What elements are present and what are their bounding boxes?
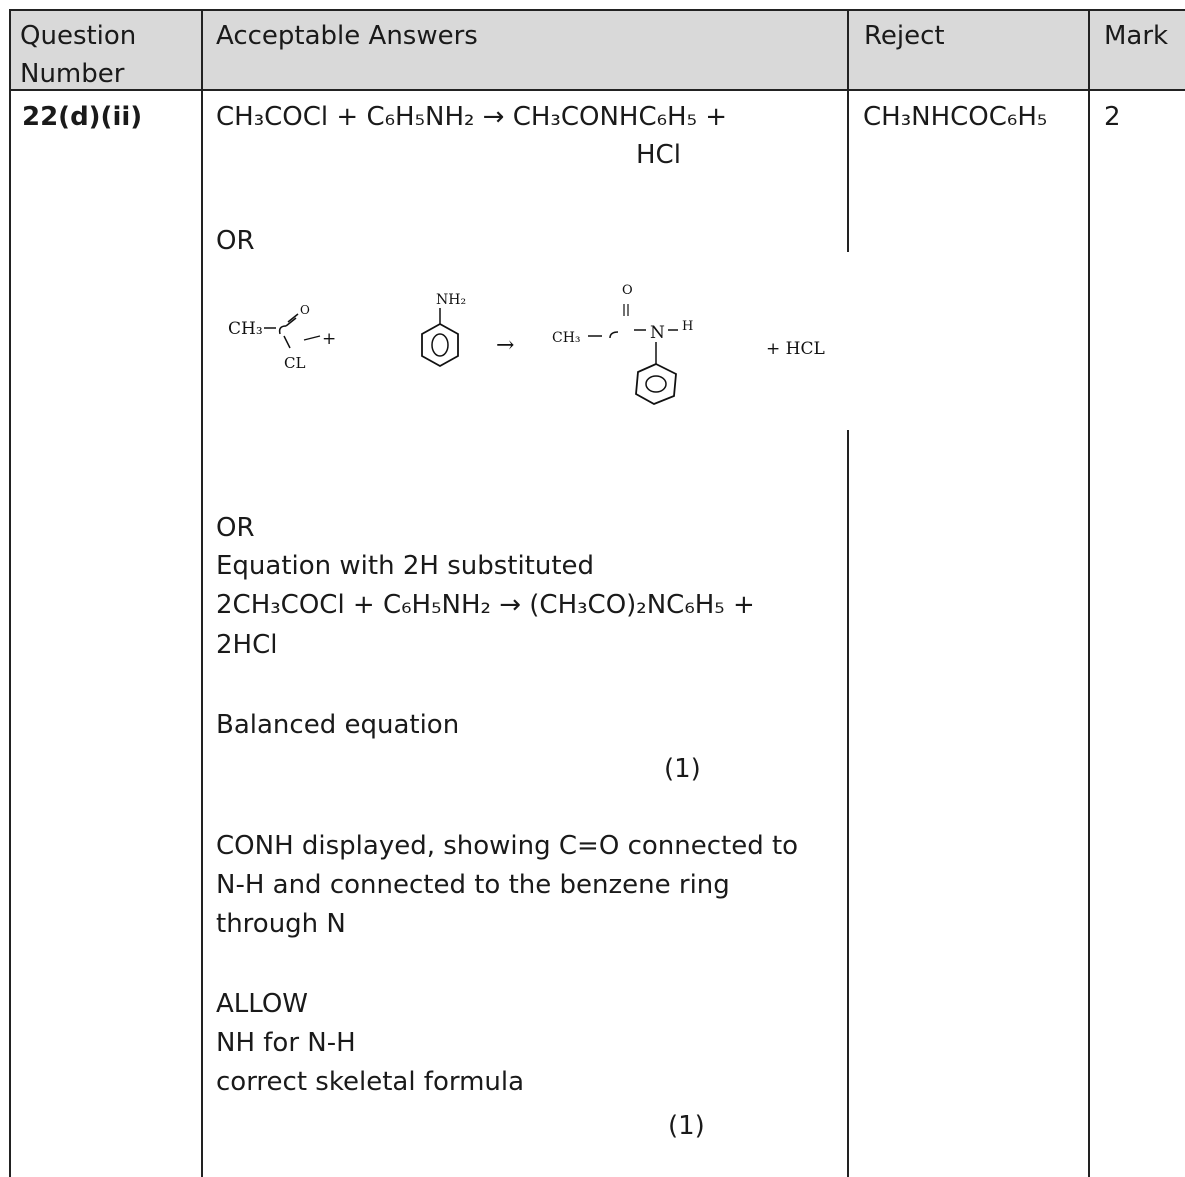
allow-skeletal: correct skeletal formula xyxy=(216,1067,525,1097)
or-separator-2: OR xyxy=(216,513,255,543)
sketch-ch3-label: CH₃ xyxy=(228,319,263,339)
header-question-line1: Question xyxy=(20,21,137,51)
balanced-equation-label: Balanced equation xyxy=(216,710,460,740)
sketch-cl-label: CL xyxy=(284,354,305,372)
sketch-nh2-label: NH₂ xyxy=(436,292,466,308)
mark-point-1: (1) xyxy=(664,754,701,784)
conh-criterion-line-3: through N xyxy=(216,909,346,939)
column-divider-mark xyxy=(1088,9,1090,1177)
reaction-sketch-svg: CH₃ O CL + NH₂ → CH₃ O N xyxy=(228,283,825,405)
header-acceptable-answers: Acceptable Answers xyxy=(216,21,478,51)
handwritten-reaction-scheme: CH₃ O CL + NH₂ → CH₃ O N xyxy=(214,252,854,430)
header-mark: Mark xyxy=(1104,21,1169,51)
mark-value: 2 xyxy=(1104,102,1121,132)
allow-heading: ALLOW xyxy=(216,989,309,1019)
equation-2-line-1: 2CH₃COCl + C₆H₅NH₂ → (CH₃CO)₂NC₆H₅ + xyxy=(216,590,755,620)
sketch-h-label: H xyxy=(682,319,693,334)
sketch-hcl-label: + HCL xyxy=(766,339,825,359)
column-divider-answers xyxy=(201,9,203,1177)
sketch-plus-1: + xyxy=(322,329,336,349)
allow-nh: NH for N-H xyxy=(216,1028,356,1058)
reject-formula: CH₃NHCOC₆H₅ xyxy=(863,102,1048,132)
conh-criterion-line-2: N-H and connected to the benzene ring xyxy=(216,870,730,900)
sketch-carbonyl-o: O xyxy=(300,303,310,317)
equation-2-line-2: 2HCl xyxy=(216,630,278,660)
equation-1-line-1: CH₃COCl + C₆H₅NH₂ → CH₃CONHC₆H₅ + xyxy=(216,102,728,132)
table-left-border xyxy=(9,9,11,1177)
equation-1-line-2: HCl xyxy=(636,140,681,170)
header-reject: Reject xyxy=(864,21,945,51)
sketch-product-o: O xyxy=(622,283,633,298)
equation-2-intro: Equation with 2H substituted xyxy=(216,551,595,581)
sketch-ch3-product-label: CH₃ xyxy=(552,330,581,346)
sketch-n-label: N xyxy=(650,323,665,343)
sketch-reaction-arrow: → xyxy=(496,333,514,358)
column-divider-reject xyxy=(847,9,849,1177)
or-separator-1: OR xyxy=(216,226,255,256)
header-bottom-border xyxy=(9,89,1185,91)
header-row xyxy=(9,10,1185,89)
table-top-border xyxy=(9,9,1185,11)
conh-criterion-line-1: CONH displayed, showing C=O connected to xyxy=(216,831,799,861)
question-number: 22(d)(ii) xyxy=(22,102,143,132)
header-question-line2: Number xyxy=(20,59,125,89)
mark-point-2: (1) xyxy=(668,1111,705,1141)
